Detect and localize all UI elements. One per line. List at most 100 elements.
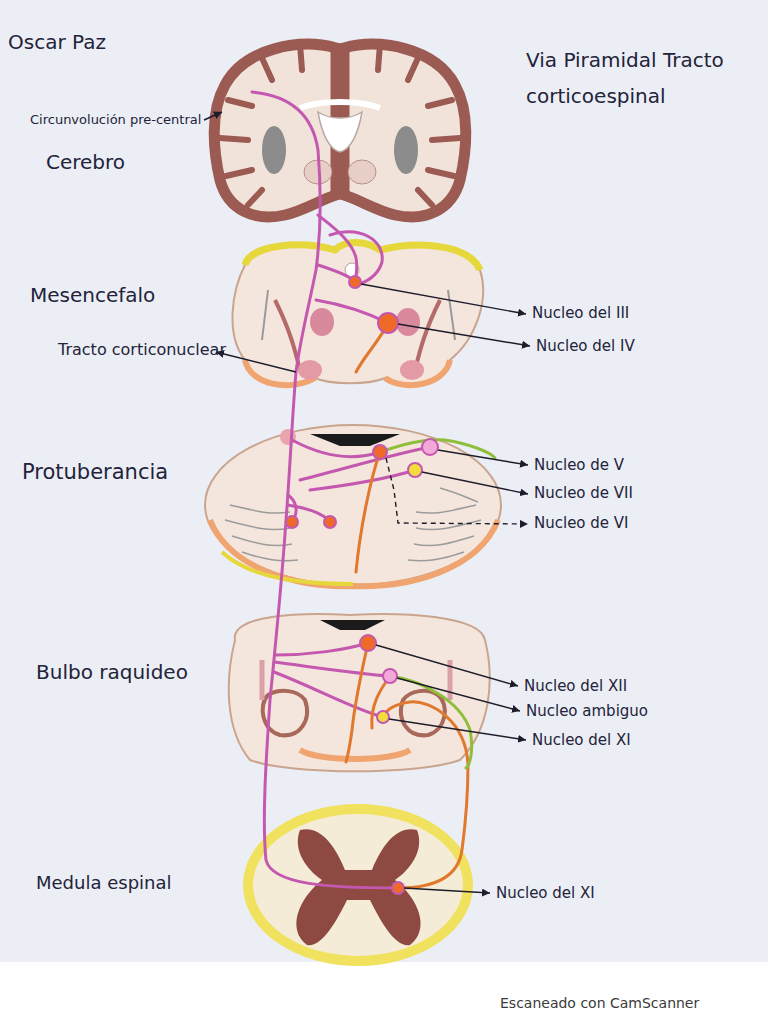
pons-section-part-part: [416, 505, 476, 513]
pons-section-part-part: [408, 552, 464, 561]
motor-nuclei-part: [360, 635, 376, 651]
cerebrum-section-part: [220, 44, 460, 205]
cerebrum-section-part: [262, 126, 286, 174]
pyramidal-tract-part: [310, 470, 415, 490]
motor-nuclei-part: [286, 516, 298, 528]
author-name: Oscar Paz: [8, 30, 106, 54]
cerebrum-section-part: [214, 44, 336, 217]
cerebrum-section-part-part: [220, 138, 248, 140]
pyramidal-tract-part: [276, 643, 368, 655]
motor-nuclei-part: [324, 516, 336, 528]
nucleus-label: Nucleo del III: [532, 304, 629, 322]
leader-lines-part: [398, 324, 530, 346]
cerebrum-section-part: [318, 112, 362, 152]
spinal-cord-section-part: [248, 809, 468, 961]
pyramidal-tract: [252, 92, 430, 888]
midbrain-section-part: [245, 360, 450, 385]
midbrain-section-part: [275, 300, 440, 370]
region-label: Circunvolución pre-central: [30, 112, 201, 128]
leader-lines-part: [397, 678, 520, 711]
section-label: Protuberancia: [22, 460, 168, 485]
pyramidal-tract-part: [274, 672, 383, 717]
cerebrum-section-part-part: [432, 138, 460, 140]
cerebrum-section-part-part: [408, 58, 418, 80]
nucleus-label: Nucleo ambiguo: [526, 702, 648, 720]
motor-nuclei-part: [377, 711, 389, 723]
pons-section-part-part: [416, 520, 481, 530]
cerebrum-section-part-part: [418, 190, 432, 205]
section-label: Mesencefalo: [30, 283, 155, 307]
section-label: Medula espinal: [36, 872, 172, 894]
medulla-section-part: [320, 620, 385, 630]
spinal-cord-section: [248, 809, 468, 961]
cerebrum-section-part: [394, 126, 418, 174]
nucleus-label: Nucleo de VII: [534, 484, 633, 502]
leader-lines-part: [376, 645, 518, 686]
title: Via Piramidal Tracto corticoespinal: [526, 42, 762, 114]
pons-section-part: [225, 488, 481, 561]
cerebrum-section-part-part: [378, 44, 380, 70]
leader-lines-part: [204, 112, 222, 120]
midbrain-section-part: [262, 290, 455, 340]
cranial-nerve-fibres-part: [346, 643, 368, 762]
pons-section-part-part: [225, 520, 290, 530]
cerebrum-section-part-part: [226, 170, 252, 176]
cerebrum-section-part-part: [248, 190, 262, 205]
midbrain-section-part: [396, 308, 420, 336]
motor-nuclei-part: [373, 445, 387, 459]
motor-nuclei-part: [392, 882, 404, 894]
cerebrum-section-part-part: [228, 100, 252, 106]
pyramidal-tract-part: [274, 662, 390, 676]
cerebrum-section-part: [344, 44, 466, 217]
pyramidal-tract-part: [300, 447, 430, 480]
cranial-nerve-fibres-part: [372, 676, 390, 728]
leader-lines-part: [216, 352, 296, 372]
pons-section-part-part: [414, 536, 474, 546]
pons-section-part: [222, 552, 353, 584]
leader-lines: [204, 112, 530, 893]
motor-nuclei-part: [422, 439, 438, 455]
scan-ground: [0, 0, 768, 962]
cerebrum-section-part: [300, 102, 380, 108]
midbrain-section-part: [245, 243, 480, 271]
pyramidal-tract-part: [318, 215, 357, 282]
section-label: Cerebro: [46, 150, 125, 174]
tract-label: Tracto corticonuclear: [58, 340, 226, 359]
cerebrum-section-part-part: [300, 44, 302, 70]
motor-nuclei: [286, 276, 438, 894]
pons-section-part: [310, 434, 400, 446]
cerebrum-section: [214, 44, 466, 217]
cerebrum-section-part-part: [428, 170, 454, 176]
nucleus-label: Nucleo del IV: [536, 337, 635, 355]
cerebrum-section-part: [348, 160, 376, 184]
motor-nuclei-part: [349, 276, 361, 288]
midbrain-section-part: [400, 360, 424, 380]
medulla-section-part: [401, 691, 445, 735]
section-label: Bulbo raquideo: [36, 660, 188, 684]
pons-section-part-part: [242, 552, 298, 561]
pons-section-part-part: [230, 505, 290, 513]
pons-section-part: [280, 429, 296, 445]
cerebrum-section-part-part: [262, 58, 272, 80]
leader-lines-part: [386, 458, 528, 524]
pons-section: [205, 425, 501, 586]
nucleus-label: Nucleo del XII: [524, 677, 627, 695]
nucleus-label: Nucleo del XI: [532, 731, 631, 749]
watermark: Escaneado con CamScanner: [500, 995, 699, 1012]
pyramidal-tract-part: [292, 440, 380, 457]
leader-lines-part: [404, 888, 490, 893]
cerebrum-section-part-part: [428, 100, 452, 106]
medulla-section-part: [300, 750, 410, 759]
midbrain-section-part: [310, 308, 334, 336]
nucleus-label: Nucleo de VI: [534, 514, 629, 532]
pyramidal-tract-part: [252, 92, 398, 888]
nucleus-label: Nucleo del XI: [496, 884, 595, 902]
motor-nuclei-part: [378, 313, 398, 333]
pons-section-part-part: [440, 488, 478, 502]
cranial-nerve-fibres: [346, 323, 495, 888]
leader-lines-part: [422, 472, 528, 494]
cranial-nerve-fibres-part: [356, 452, 380, 572]
cranial-nerve-fibres-part: [380, 440, 495, 458]
